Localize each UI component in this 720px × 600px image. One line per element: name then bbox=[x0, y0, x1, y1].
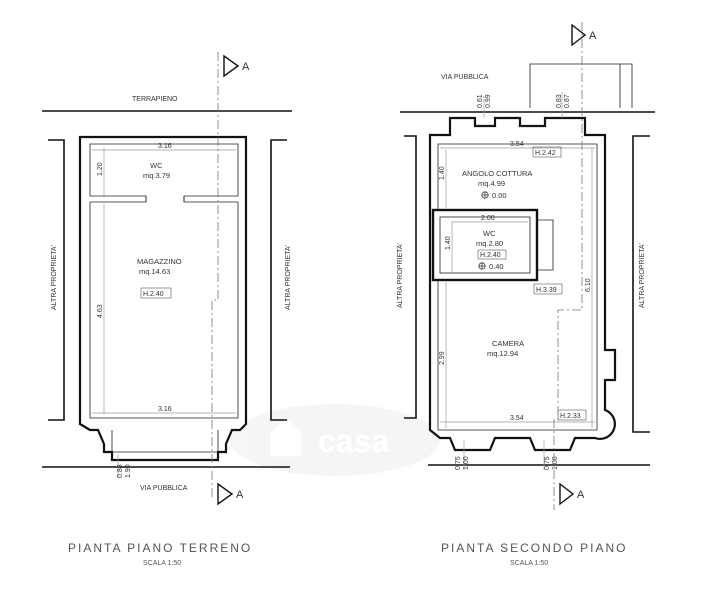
dim-win1-b: 0.99 bbox=[485, 94, 492, 108]
dim-wc-width-sf: 2.00 bbox=[481, 215, 495, 222]
angolo-cottura-area: mq.4.99 bbox=[478, 179, 505, 188]
ground-floor-scale: SCALA 1:50 bbox=[143, 560, 181, 567]
magazzino-area: mq.14.63 bbox=[139, 267, 170, 276]
dim-bot1-a: 0.75 bbox=[455, 456, 462, 470]
section-arrow-top-sf bbox=[571, 23, 587, 47]
dim-wc-vertical-sf: 1.40 bbox=[445, 236, 452, 250]
dim-magazzino-vertical: 4.63 bbox=[97, 304, 104, 318]
section-label-bottom-sf: A bbox=[577, 489, 585, 501]
dim-v-total: 6.10 bbox=[585, 278, 592, 292]
level-marker-icon bbox=[478, 262, 486, 270]
via-pubblica-label-sf-top: VIA PUBBLICA bbox=[441, 74, 489, 81]
ground-floor-title: PIANTA PIANO TERRENO bbox=[68, 541, 252, 555]
altra-proprieta-right-sf: ALTRA PROPRIETA' bbox=[639, 243, 646, 308]
wc-height-sf: H.2.40 bbox=[480, 252, 501, 259]
camera-area: mq.12.94 bbox=[487, 349, 518, 358]
angolo-cottura-name: ANGOLO COTTURA bbox=[462, 169, 532, 178]
dim-bottom-sf: 3.54 bbox=[510, 415, 524, 422]
watermark: casa bbox=[230, 404, 440, 476]
level-marker-icon bbox=[481, 191, 489, 199]
altra-proprieta-left: ALTRA PROPRIETA' bbox=[51, 245, 58, 310]
dim-win2-a: 0.83 bbox=[556, 94, 563, 108]
magazzino-height: H.2.40 bbox=[143, 291, 164, 298]
wc-level-sf: 0.40 bbox=[489, 262, 504, 271]
dim-bot2-b: 1.00 bbox=[552, 456, 559, 470]
terrapieno-label: TERRAPIENO bbox=[132, 96, 178, 103]
watermark-text: casa bbox=[318, 423, 389, 459]
dim-bot2-a: 0.75 bbox=[544, 456, 551, 470]
dim-bot1-b: 1.00 bbox=[463, 456, 470, 470]
section-label-top-gf: A bbox=[242, 61, 250, 73]
section-arrow-top-gf bbox=[223, 54, 240, 78]
wc-name-sf: WC bbox=[483, 229, 496, 238]
angolo-cottura-level: 0.00 bbox=[492, 191, 507, 200]
dim-wc-vertical: 1.20 bbox=[97, 162, 104, 176]
second-floor-title: PIANTA SECONDO PIANO bbox=[441, 541, 627, 555]
dim-win2-b: 0.87 bbox=[564, 94, 571, 108]
section-label-bottom-gf: A bbox=[236, 489, 244, 501]
wc-name-gf: WC bbox=[150, 161, 163, 170]
altra-proprieta-right: ALTRA PROPRIETA' bbox=[285, 245, 292, 310]
wc-area-sf: mq.2.80 bbox=[476, 239, 503, 248]
altra-proprieta-left-sf: ALTRA PROPRIETA' bbox=[397, 243, 404, 308]
via-pubblica-label-gf: VIA PUBBLICA bbox=[140, 485, 188, 492]
wc-area-gf: mq.3.79 bbox=[143, 171, 170, 180]
height-bottom-sf: H.2.33 bbox=[560, 413, 581, 420]
dim-top-sf: 3.54 bbox=[510, 141, 524, 148]
camera-name: CAMERA bbox=[492, 339, 524, 348]
dim-bottom-gf: 3.16 bbox=[158, 406, 172, 413]
section-arrow-bottom-sf bbox=[559, 482, 575, 506]
ground-floor-plan: TERRAPIENO ALTRA PROPRIETA' ALTRA PROPRI… bbox=[42, 52, 292, 567]
second-floor-scale: SCALA 1:50 bbox=[510, 560, 548, 567]
dim-door-a: 0.88 bbox=[117, 464, 124, 478]
second-floor-plan: VIA PUBBLICA ALTRA PROPRIETA' ALTRA PROP… bbox=[397, 22, 655, 567]
height-mid-sf: H.3.39 bbox=[536, 287, 557, 294]
dim-v-camera: 2.99 bbox=[439, 351, 446, 365]
height-top-sf: H.2.42 bbox=[535, 150, 556, 157]
dim-door-b: 1.90 bbox=[125, 464, 132, 478]
section-arrow-bottom-gf bbox=[217, 482, 234, 506]
dim-v-cottura: 1.40 bbox=[439, 166, 446, 180]
section-label-top-sf: A bbox=[589, 30, 597, 42]
dim-top-gf: 3.16 bbox=[158, 143, 172, 150]
dim-win1-a: 0.61 bbox=[477, 94, 484, 108]
magazzino-name: MAGAZZINO bbox=[137, 257, 182, 266]
